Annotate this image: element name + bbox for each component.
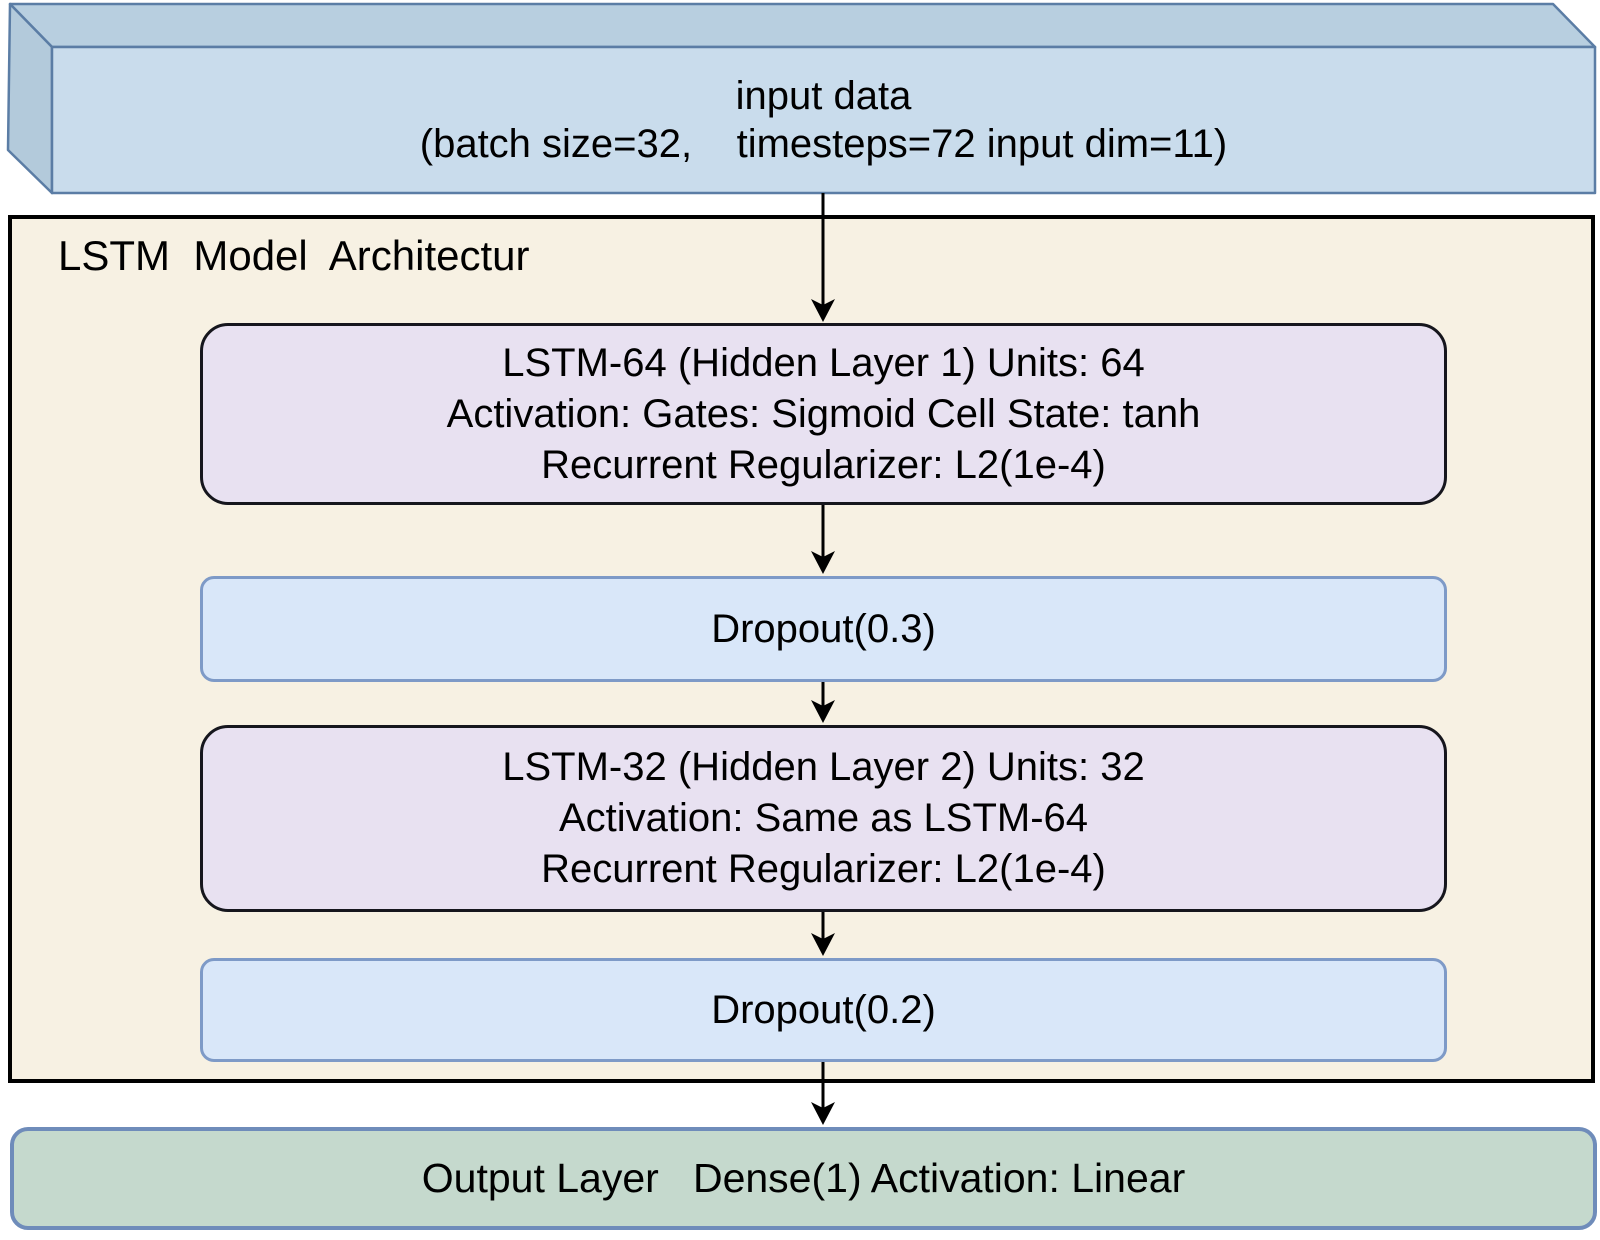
input-data-title: input data <box>735 74 912 118</box>
input-data-shape: (batch size=32, timesteps=72 input dim=1… <box>419 122 1228 166</box>
lstm64-box: LSTM-64 (Hidden Layer 1) Units: 64 Activ… <box>200 323 1447 505</box>
lstm32-line-2: Activation: Same as LSTM-64 <box>558 796 1089 840</box>
lstm64-line-1: LSTM-64 (Hidden Layer 1) Units: 64 <box>502 340 1145 385</box>
lstm64-line-2: Activation: Gates: Sigmoid Cell State: t… <box>446 391 1201 436</box>
dropout-02-label: Dropout(0.2) <box>711 987 936 1032</box>
lstm64-line-3: Recurrent Regularizer: L2(1e-4) <box>541 442 1106 487</box>
lstm32-box: LSTM-32 (Hidden Layer 2) Units: 32 Activ… <box>200 725 1447 912</box>
input-box-label: input data (batch size=32, timesteps=72 … <box>52 47 1595 193</box>
model-container-title: LSTM Model Architectur <box>58 232 530 279</box>
input-box-side-face <box>6 2 54 195</box>
lstm32-line-3: Recurrent Regularizer: L2(1e-4) <box>541 847 1106 891</box>
output-layer-label: Output Layer Dense(1) Activation: Linear <box>421 1155 1186 1201</box>
output-layer-box: Output Layer Dense(1) Activation: Linear <box>10 1127 1597 1230</box>
lstm32-line-1: LSTM-32 (Hidden Layer 2) Units: 32 <box>502 745 1145 789</box>
input-box-top-face <box>8 2 1597 49</box>
dropout-03-box: Dropout(0.3) <box>200 576 1447 682</box>
dropout-03-label: Dropout(0.3) <box>711 606 936 651</box>
dropout-02-box: Dropout(0.2) <box>200 958 1447 1062</box>
